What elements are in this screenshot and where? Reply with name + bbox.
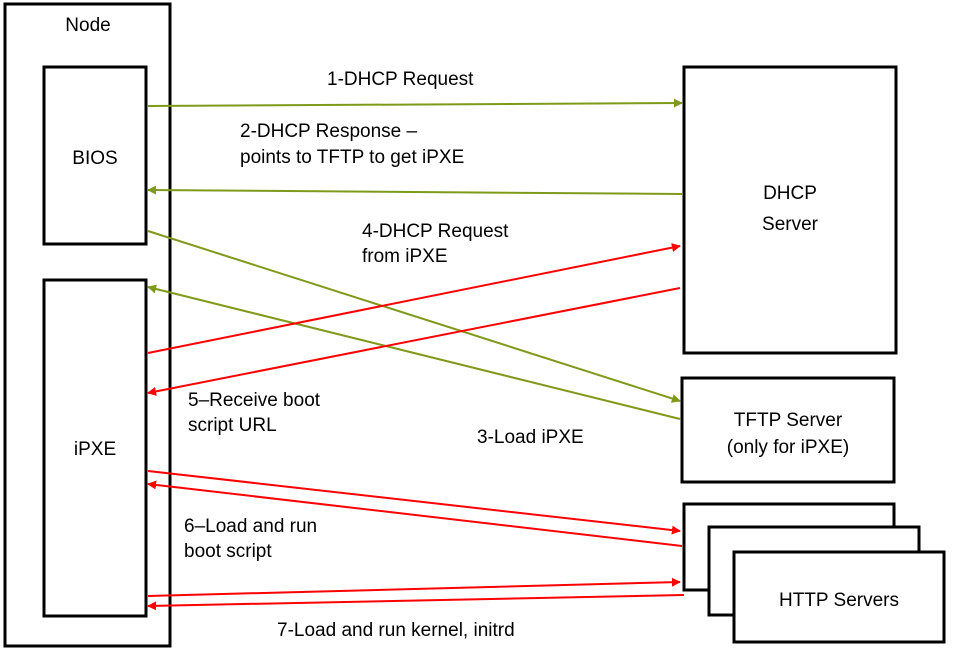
- arrow-7-request-kernel: [147, 577, 681, 597]
- tftp-server-box: [680, 376, 896, 484]
- arrow-3-load-ipxe: [147, 284, 681, 420]
- step-7-label: 7-Load and run kernel, initrd: [277, 620, 515, 641]
- dhcp-server-box: [682, 65, 898, 355]
- step-3-label: 3-Load iPXE: [477, 427, 584, 448]
- bios-label: BIOS: [72, 148, 117, 169]
- arrow-2-dhcp-response: [147, 185, 683, 195]
- step-4-label: 4-DHCP Request from iPXE: [362, 221, 514, 267]
- arrow-6-load-boot-script: [147, 480, 683, 547]
- ipxe-box: [42, 278, 148, 618]
- tftp-server-label-line2: (only for iPXE): [727, 437, 849, 458]
- step-2-label: 2-DHCP Response – points to TFTP to get …: [240, 121, 464, 168]
- node-title: Node: [65, 15, 110, 36]
- ipxe-label: iPXE: [74, 439, 116, 460]
- step-6-label: 6–Load and run boot script: [184, 516, 322, 562]
- arrow-5-receive-script-url: [147, 287, 681, 396]
- tftp-server-label-line1: TFTP Server: [734, 410, 843, 431]
- arrow-7-load-kernel: [147, 594, 685, 611]
- bios-box: [42, 65, 148, 246]
- arrow-4-dhcp-request-ipxe: [147, 243, 681, 354]
- dhcp-server-label-line1: DHCP: [763, 183, 817, 204]
- arrow-6-request-boot-script: [147, 470, 681, 535]
- http-servers-label: HTTP Servers: [779, 590, 899, 611]
- step-5-label: 5–Receive boot script URL: [188, 390, 325, 436]
- http-server-box-front: [732, 550, 946, 644]
- dhcp-server-label-line2: Server: [762, 214, 819, 235]
- step-1-label: 1-DHCP Request: [327, 69, 474, 90]
- arrow-1-dhcp-request: [147, 98, 683, 108]
- arrow-tftp-request: [147, 230, 681, 403]
